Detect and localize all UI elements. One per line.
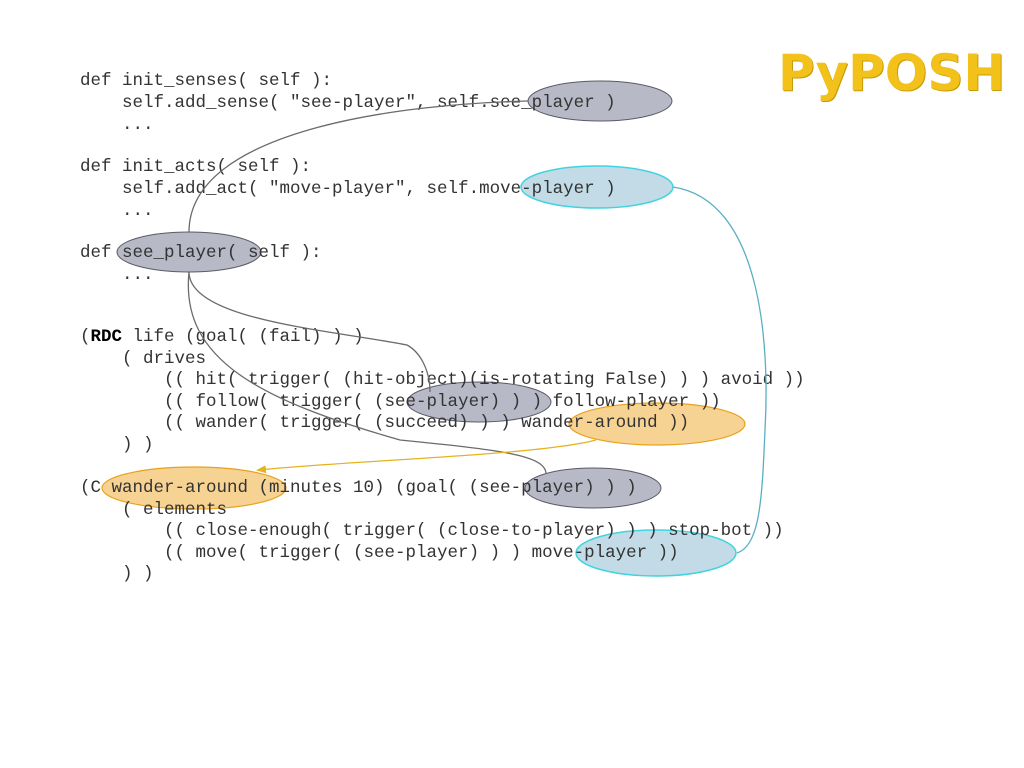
code-line: ... bbox=[80, 201, 154, 221]
code-line: ( drives bbox=[80, 348, 207, 369]
code-line: def see_player( self ): bbox=[80, 243, 322, 263]
code-line: ... bbox=[80, 265, 154, 285]
code-line: self.add_sense( "see-player", self.see_p… bbox=[80, 93, 616, 113]
connector-wander-around-drive-to-competence bbox=[256, 439, 597, 474]
code-line: (( move( trigger( (see-player) ) ) move-… bbox=[80, 542, 679, 563]
competence-highlights bbox=[101, 402, 746, 510]
code-line: ( elements bbox=[80, 499, 228, 520]
act-highlights bbox=[520, 165, 737, 577]
code-line: (C wander-around (minutes 10) (goal( (se… bbox=[80, 478, 637, 498]
code-line: ) ) bbox=[80, 434, 154, 455]
highlight-element-move-player bbox=[575, 529, 737, 577]
code-line: (( wander( trigger( (succeed) ) ) wander… bbox=[80, 413, 690, 434]
rdc-keyword: RDC bbox=[90, 327, 123, 347]
code-line: ... bbox=[80, 115, 154, 135]
code-line: (( hit( trigger( (hit-object)(is-rotatin… bbox=[80, 370, 805, 391]
highlight-drive-see-player bbox=[406, 381, 552, 423]
code-line: (( close-enough( trigger( (close-to-play… bbox=[80, 521, 784, 542]
connector-see-player-def-to-goal bbox=[187, 271, 547, 475]
highlight-drive-wander-around bbox=[568, 402, 746, 446]
code-line: def init_acts( self ): bbox=[80, 157, 312, 177]
code-block: def see_player( self ): ... bbox=[80, 242, 322, 286]
highlight-goal-see-player bbox=[524, 467, 662, 509]
code-block: def init_acts( self ): self.add_act( "mo… bbox=[80, 156, 616, 222]
code-line: self.add_act( "move-player", self.move-p… bbox=[80, 179, 616, 199]
connector-see-player-def-to-sense bbox=[188, 100, 529, 233]
slide-title: PyPOSH bbox=[778, 44, 1006, 102]
connector-see-player-def-to-drive bbox=[188, 271, 431, 393]
connector-move-player-act-to-element bbox=[672, 186, 767, 554]
code-line: def init_senses( self ): bbox=[80, 71, 333, 91]
highlight-competence-wander-around bbox=[101, 466, 287, 510]
code-line: ( bbox=[80, 327, 91, 347]
code-block: (C wander-around (minutes 10) (goal( (se… bbox=[80, 478, 784, 586]
code-block: def init_senses( self ): self.add_sense(… bbox=[80, 70, 616, 136]
sense-highlights bbox=[116, 80, 673, 509]
code-line: (( follow( trigger( (see-player) ) ) fol… bbox=[80, 391, 721, 412]
code-line: ) ) bbox=[80, 564, 154, 585]
